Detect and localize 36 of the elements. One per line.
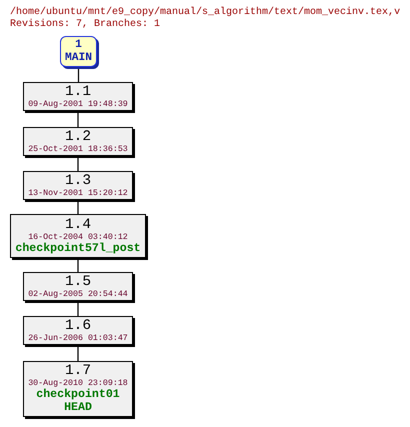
- timestamp: 25-Oct-2001 18:36:53: [28, 144, 128, 154]
- connector-line: [77, 200, 79, 214]
- connector-line: [77, 111, 79, 127]
- revision-number: 1.3: [64, 174, 92, 188]
- revision-box: [23, 361, 133, 417]
- connector-line: [77, 156, 79, 171]
- timestamp: 02-Aug-2005 20:54:44: [28, 290, 128, 298]
- revision-box: [23, 272, 133, 301]
- revision-box: [23, 82, 133, 111]
- file-path-title: /home/ubuntu/mnt/e9_copy/manual/s_algorithm/text/mom_vecinv.tex,v: [10, 7, 400, 18]
- tag-label: HEAD: [64, 401, 92, 414]
- timestamp: 16-Oct-2004 03:40:12: [28, 232, 128, 242]
- revision-number: 1.4: [64, 218, 92, 232]
- tag-label: checkpoint01: [36, 388, 120, 401]
- branch-box: [60, 36, 97, 67]
- branch-name: MAIN: [64, 52, 92, 64]
- revision-number: 1.5: [64, 274, 92, 290]
- revision-box: [10, 214, 146, 258]
- tag-label: checkpoint57l_post: [15, 242, 141, 254]
- revision-summary: Revisions: 7, Branches: 1: [10, 19, 160, 31]
- revision-box: [23, 316, 133, 345]
- connector-line: [77, 301, 79, 316]
- revision-number: 1.7: [64, 364, 92, 379]
- revision-number: 1.1: [64, 84, 92, 100]
- branch-number: 1: [75, 38, 82, 52]
- timestamp: 26-Jun-2006 01:03:47: [28, 334, 128, 342]
- timestamp: 09-Aug-2001 19:48:39: [28, 100, 128, 108]
- connector-line: [78, 67, 80, 82]
- connector-line: [77, 345, 79, 361]
- revision-number: 1.6: [64, 318, 92, 334]
- revision-box: [23, 171, 133, 200]
- timestamp: 30-Aug-2010 23:09:18: [28, 379, 128, 388]
- revision-box: [23, 127, 133, 156]
- timestamp: 13-Nov-2001 15:20:12: [28, 188, 128, 198]
- revision-number: 1.2: [64, 130, 92, 144]
- connector-line: [77, 258, 79, 272]
